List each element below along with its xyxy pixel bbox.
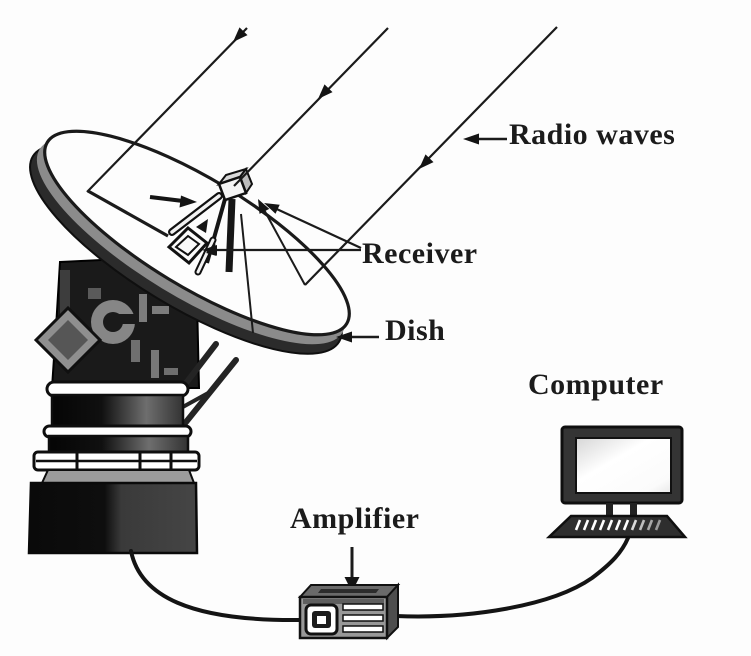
pedestal-railing xyxy=(32,450,201,472)
computer-label: Computer xyxy=(528,368,664,401)
pedestal-skirt xyxy=(40,469,196,484)
monitor-stand xyxy=(606,503,613,518)
radio-wave-ray-1 xyxy=(86,27,248,193)
feed-horn xyxy=(166,225,210,266)
amplifier-box xyxy=(297,582,401,641)
amplifier-vents xyxy=(342,603,384,633)
reflected-ray-right xyxy=(261,205,306,286)
receiver-label: Receiver xyxy=(362,237,478,270)
radio-wave-arrowheads xyxy=(233,27,434,169)
dish-label: Dish xyxy=(385,314,446,347)
pedestal-drum-lower xyxy=(47,434,190,455)
pedestal-base xyxy=(27,481,199,555)
reflected-ray-left xyxy=(87,189,169,238)
pedestal-drum-upper xyxy=(50,393,185,430)
cable-amplifier-to-computer xyxy=(394,536,630,619)
reflected-ray-arrowhead-right xyxy=(258,199,270,214)
cable-dish-to-amplifier xyxy=(129,549,301,623)
reflected-ray-arrowhead-left xyxy=(179,195,197,208)
keyboard-keys xyxy=(574,519,662,531)
computer xyxy=(545,425,688,539)
reflected-ray-bottom xyxy=(240,213,254,334)
receiver-box xyxy=(216,166,254,202)
receiver-pointer-arrow-upper xyxy=(264,203,280,214)
receiver-pointer-arrow-lower xyxy=(202,245,217,255)
dish-pointer-arrow xyxy=(336,331,352,343)
radio-waves-label: Radio waves xyxy=(509,118,676,151)
radio-waves-pointer-arrow xyxy=(463,133,479,145)
amplifier-label: Amplifier xyxy=(290,502,420,535)
pedestal xyxy=(27,380,201,555)
label-pointers xyxy=(202,133,507,592)
radio-wave-ray-2 xyxy=(233,27,389,187)
monitor-screen xyxy=(575,437,672,494)
